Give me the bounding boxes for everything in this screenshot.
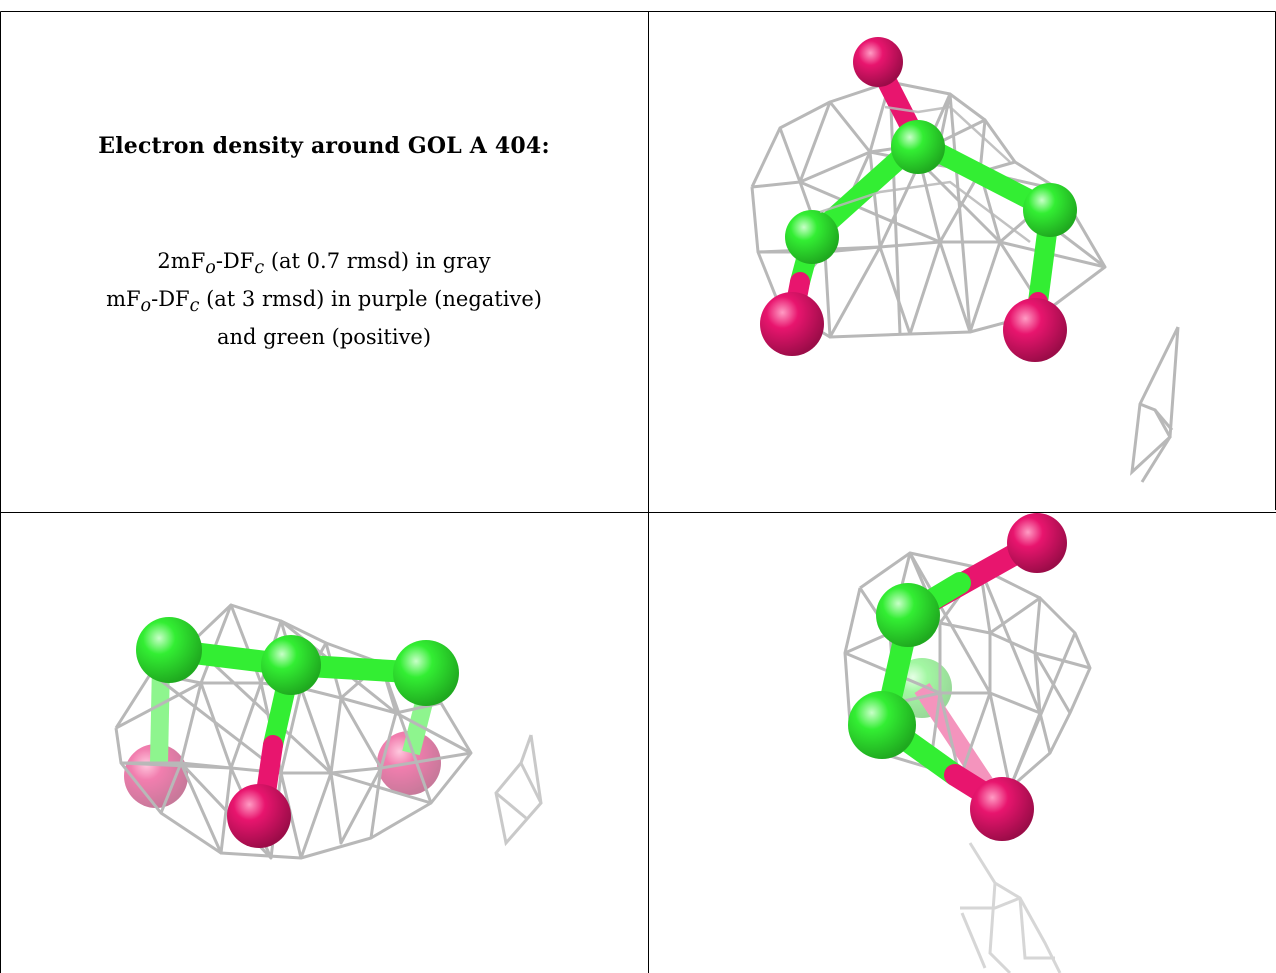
carbon-atom-c3 bbox=[1023, 183, 1077, 237]
carbon-atom-c2 bbox=[848, 691, 916, 759]
carbon-atom-c2 bbox=[261, 635, 321, 695]
glycerol-atoms bbox=[136, 617, 459, 848]
oxygen-atom-o1 bbox=[853, 37, 903, 87]
carbon-atom-c1 bbox=[785, 210, 839, 264]
caption-description: 2mFo-DFc (at 0.7 rmsd) in gray mFo-DFc (… bbox=[0, 246, 648, 353]
carbon-atom-c1 bbox=[136, 617, 202, 683]
oxygen-atom-o2 bbox=[760, 292, 824, 356]
caption-line-mfo-dfc: mFo-DFc (at 3 rmsd) in purple (negative) bbox=[106, 287, 542, 317]
oxygen-atom-o2 bbox=[227, 784, 291, 848]
glycerol-atoms bbox=[760, 37, 1077, 362]
caption-line-3: and green (positive) bbox=[216, 325, 432, 350]
carbon-atom-c1 bbox=[876, 583, 940, 647]
glycerol-atoms bbox=[848, 513, 1067, 841]
mesh-fragment bbox=[1130, 326, 1180, 483]
density-view-1 bbox=[750, 37, 1180, 483]
density-view-2 bbox=[114, 603, 543, 860]
mesh-fragment bbox=[960, 842, 1062, 973]
caption-title: Electron density around GOL A 404: bbox=[98, 133, 550, 159]
carbon-atom-c2 bbox=[891, 120, 945, 174]
carbon-atom-c3 bbox=[393, 640, 459, 706]
caption-line-2mfo-dfc: 2mFo-DFc (at 0.7 rmsd) in gray bbox=[157, 249, 491, 279]
mesh-fragment bbox=[494, 734, 543, 847]
oxygen-atom-o1 bbox=[1007, 513, 1067, 573]
density-view-3 bbox=[843, 513, 1092, 973]
oxygen-atom-o3 bbox=[1003, 298, 1067, 362]
oxygen-atom-o3 bbox=[970, 777, 1034, 841]
